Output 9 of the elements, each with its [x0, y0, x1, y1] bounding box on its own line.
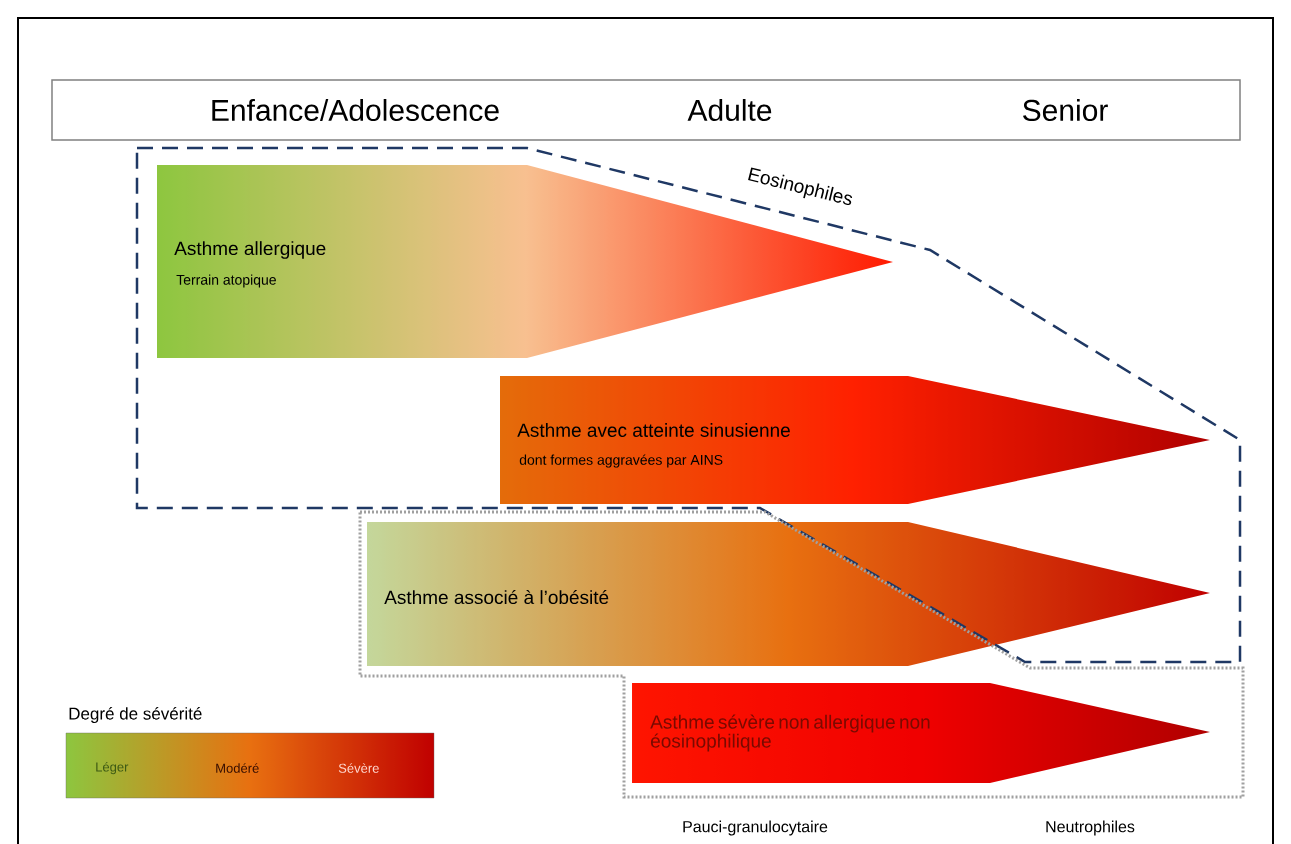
gradient-arrow: Asthme associé à l’obésité — [384, 589, 609, 605]
severity-scale-bar: Degré de sévérité Léger Modéré Sévère — [65, 707, 435, 799]
gradient-arrow: Asthme sévère non allergique non éosinophilique — [650, 714, 930, 752]
gradient-arrow: Asthme allergique Terrain atopique — [174, 241, 326, 288]
region-label: Pauci-granulocytaire — [683, 820, 828, 836]
region-label: Neutrophiles — [1046, 820, 1135, 836]
age-header-band: Enfance/Adolescence Adulte Senior — [51, 79, 1241, 141]
node-label: Degré de sévérité — [69, 706, 202, 724]
gradient-arrow: Asthme avec atteinte sinusienne dont formes aggravées par AINS — [517, 423, 790, 468]
